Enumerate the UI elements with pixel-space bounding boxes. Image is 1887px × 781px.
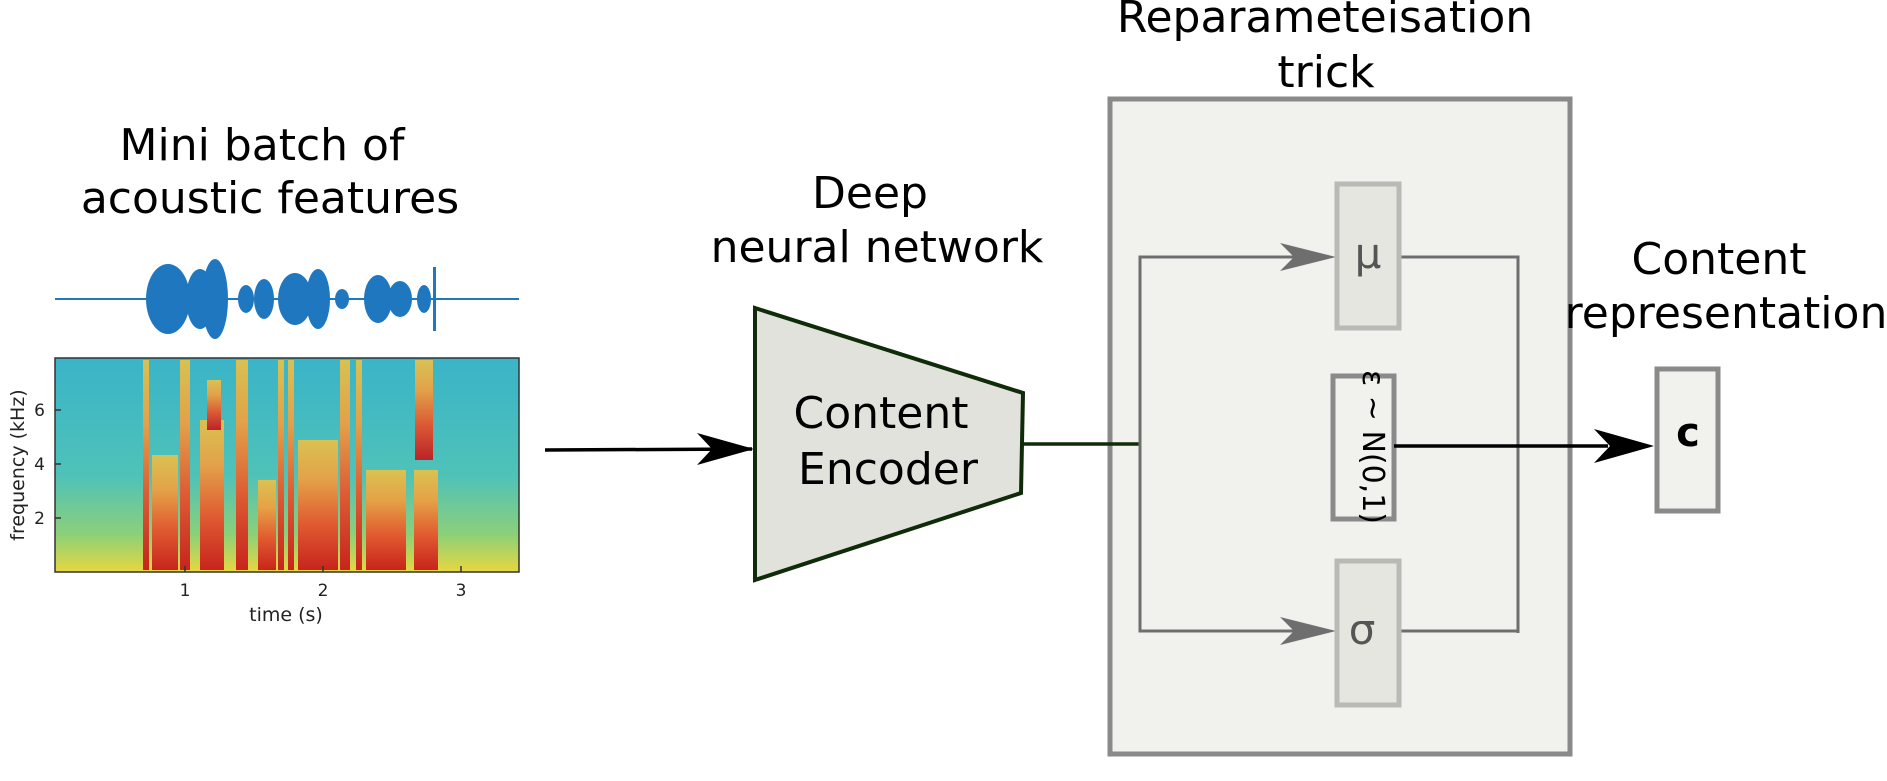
sigma-box: σ	[1334, 558, 1402, 708]
dnn-title: Deep neural network	[711, 168, 1044, 273]
batch-title: Mini batch of acoustic features	[81, 120, 459, 224]
spectrogram-ylabel: frequency (kHz)	[7, 389, 29, 540]
waveform-bursts	[146, 259, 436, 339]
reparam-title: Reparameteisation trick	[1117, 0, 1533, 98]
reparam-title-line2: trick	[1277, 47, 1375, 98]
epsilon-label: ε ~ N(0,1)	[1355, 370, 1390, 524]
mu-box: μ	[1334, 181, 1402, 331]
dnn-title-line1: Deep	[812, 168, 928, 219]
content-vector-box: c	[1654, 366, 1721, 514]
encoder-label-line1: Content	[794, 388, 969, 439]
spectrogram-energy	[143, 360, 438, 570]
content-title: Content representation	[1565, 234, 1887, 339]
branch-connectors	[1138, 255, 1520, 633]
batch-title-line2: acoustic features	[81, 173, 459, 224]
reparam-title-line1: Reparameteisation	[1117, 0, 1533, 43]
spectrogram-yticks: 2 4 6	[34, 401, 61, 529]
ytick-2: 2	[34, 509, 45, 529]
mu-arrowhead	[1280, 243, 1336, 271]
content-vector-symbol: c	[1676, 410, 1700, 456]
spectrogram-frame	[54, 357, 520, 573]
encoder-label-line2: Encoder	[798, 444, 979, 495]
xtick-3: 3	[456, 581, 467, 601]
epsilon-box: ε ~ N(0,1)	[1330, 370, 1397, 524]
xtick-1: 1	[180, 581, 191, 601]
spectrogram-background	[55, 358, 519, 572]
ytick-6: 6	[34, 401, 45, 421]
sigma-symbol: σ	[1349, 605, 1376, 654]
content-title-line1: Content	[1632, 234, 1807, 285]
ytick-4: 4	[34, 455, 45, 475]
sigma-arrowhead	[1280, 617, 1336, 645]
output-arrowhead	[1594, 429, 1654, 463]
waveform	[55, 259, 519, 339]
batch-title-line1: Mini batch of	[120, 120, 406, 171]
spectrogram-xticks: 1 2 3	[180, 566, 467, 601]
dnn-title-line2: neural network	[711, 222, 1044, 273]
input-arrowhead	[697, 433, 754, 465]
mu-symbol: μ	[1355, 229, 1382, 278]
xtick-2: 2	[318, 581, 329, 601]
content-encoder: Content Encoder	[753, 305, 1026, 583]
encoder-shape	[753, 305, 1026, 583]
spectrogram-xlabel: time (s)	[249, 604, 323, 626]
content-title-line2: representation	[1565, 288, 1887, 339]
spectrogram: 2 4 6 1 2 3 time (s) frequency (kHz)	[7, 357, 520, 626]
